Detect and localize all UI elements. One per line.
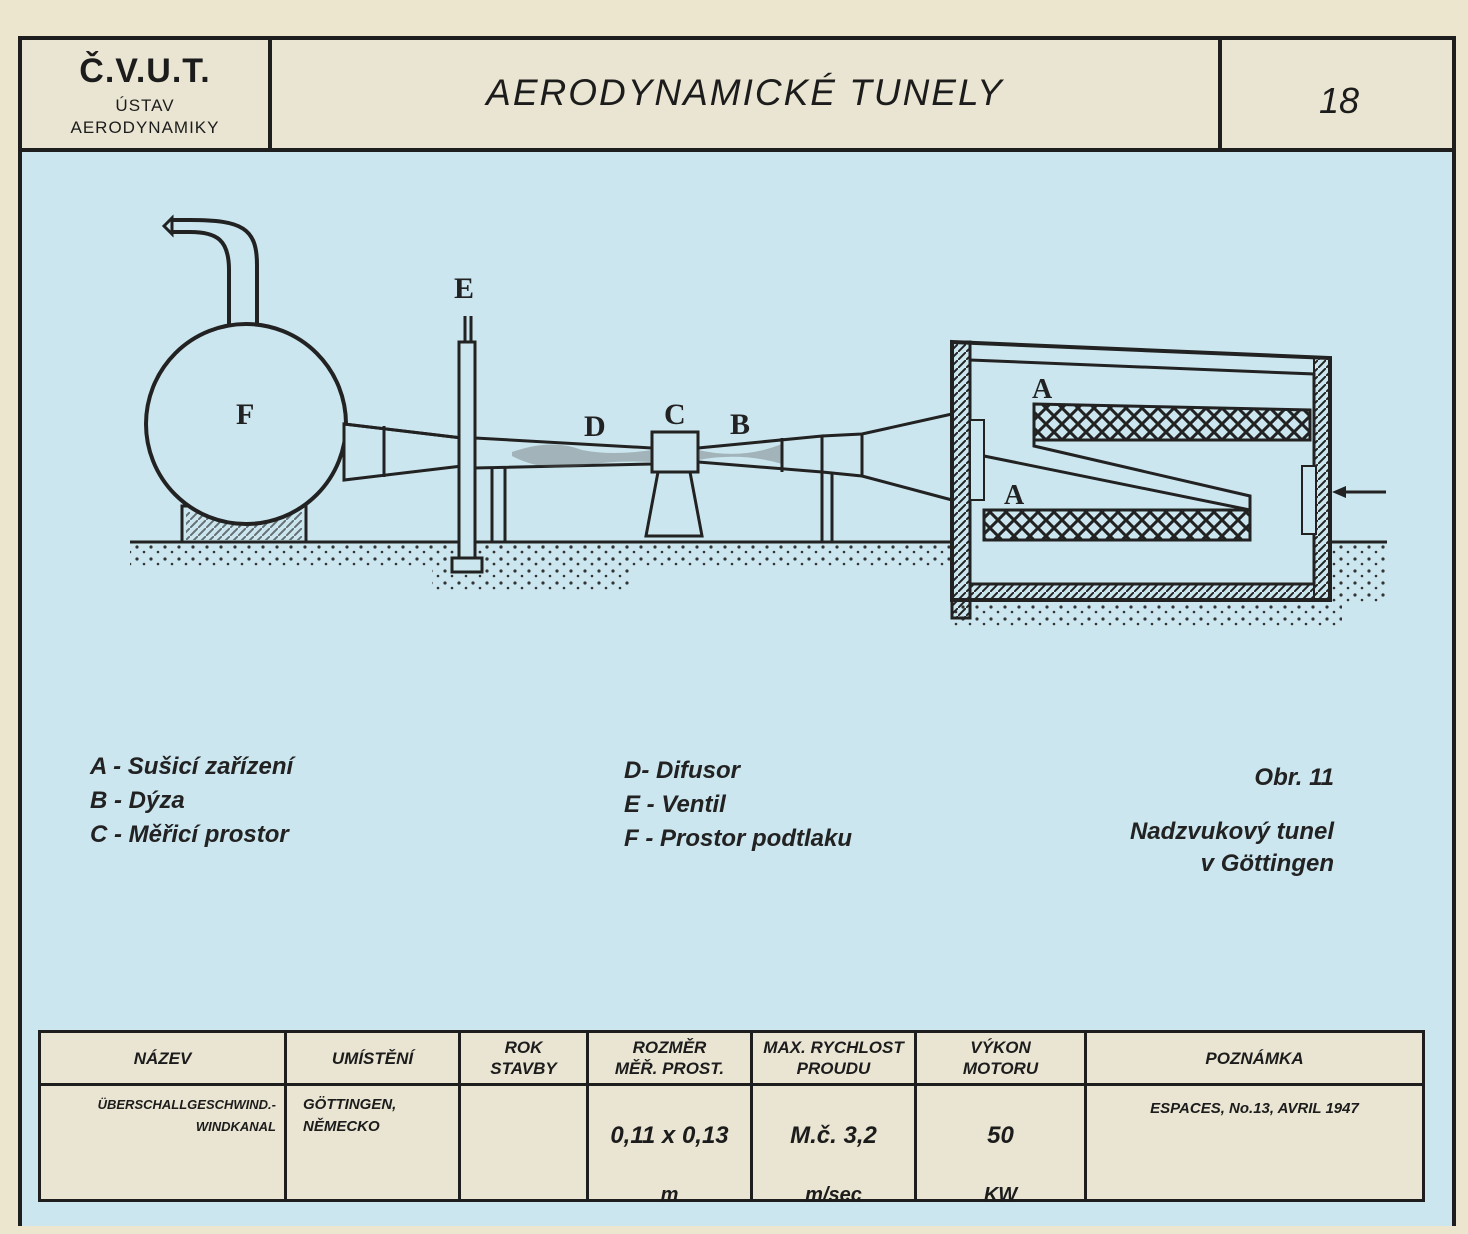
cell-note: ESPACES, No.13, AVRIL 1947 [1084, 1083, 1425, 1202]
label-A-bottom: A [1004, 480, 1025, 511]
cell-year [458, 1083, 589, 1202]
col-header-note: POZNÁMKA [1084, 1030, 1425, 1086]
label-C: C [664, 398, 686, 431]
legend-left: A - Sušicí zařízení B - Dýza C - Měřicí … [90, 750, 293, 852]
title-block: Č.V.U.T. ÚSTAV AERODYNAMIKY AERODYNAMICK… [22, 40, 1452, 152]
institution-cell: Č.V.U.T. ÚSTAV AERODYNAMIKY [22, 40, 272, 148]
label-D: D [584, 410, 606, 443]
drying-chamber: A A [950, 339, 1386, 620]
page-title: AERODYNAMICKÉ TUNELY [486, 72, 1004, 113]
power-unit: KW [983, 1184, 1018, 1206]
col-header-name: NÁZEV [38, 1030, 287, 1086]
legend-item-F: F - Prostor podtlaku [624, 825, 852, 852]
legend-item-E: E - Ventil [624, 791, 726, 818]
size-unit: m [660, 1184, 679, 1206]
institution-line-2: AERODYNAMIKY [70, 118, 220, 137]
label-E: E [454, 272, 474, 305]
vacuum-tank: F [144, 214, 348, 544]
figure-caption: Obr. 11 Nadzvukový tunel v Göttingen [1014, 764, 1334, 880]
figure-title-line-2: v Göttingen [1200, 850, 1334, 877]
sheet-number-cell: 18 [1222, 40, 1456, 148]
power-value: 50 [987, 1122, 1014, 1149]
label-F: F [236, 398, 254, 431]
wind-tunnel-diagram: F E D C [130, 214, 1387, 626]
cell-size: 0,11 x 0,13 m [586, 1083, 753, 1206]
legend-item-B: B - Dýza [90, 787, 185, 814]
institution-name: Č.V.U.T. [79, 52, 211, 90]
legend-item-D: D- Difusor [624, 757, 740, 784]
cell-speed: M.č. 3,2 m/sec [750, 1083, 917, 1206]
legend-item-C: C - Měřicí prostor [90, 821, 289, 848]
table-row: ÜBERSCHALLGESCHWIND.-WINDKANAL GÖTTINGEN… [38, 1083, 1425, 1206]
valve-E: E [450, 272, 484, 574]
drawing-sheet: Č.V.U.T. ÚSTAV AERODYNAMIKY AERODYNAMICK… [18, 36, 1456, 1226]
institution-line-1: ÚSTAV [115, 96, 175, 115]
nozzle-B: B [696, 408, 953, 542]
cell-location: GÖTTINGEN,NĚMECKO [284, 1083, 461, 1202]
legend-middle: D- Difusor E - Ventil F - Prostor podtla… [624, 754, 852, 856]
sheet-number: 18 [1318, 80, 1360, 121]
col-header-location: UMÍSTĚNÍ [284, 1030, 461, 1086]
speed-unit: m/sec [805, 1184, 862, 1206]
figure-number: Obr. 11 [1254, 764, 1334, 791]
size-value: 0,11 x 0,13 [610, 1122, 729, 1149]
cell-name: ÜBERSCHALLGESCHWIND.-WINDKANAL [38, 1083, 287, 1202]
diffuser-D: D [473, 410, 654, 542]
speed-value: M.č. 3,2 [790, 1122, 877, 1149]
label-A-top: A [1032, 374, 1053, 405]
test-section-C: C [644, 398, 704, 538]
label-B: B [730, 408, 750, 441]
suction-pipe [342, 422, 464, 482]
title-cell: AERODYNAMICKÉ TUNELY [272, 40, 1222, 148]
legend-item-A: A - Sušicí zařízení [90, 753, 294, 780]
figure-title-line-1: Nadzvukový tunel [1129, 818, 1334, 845]
cell-power: 50 KW [914, 1083, 1087, 1206]
